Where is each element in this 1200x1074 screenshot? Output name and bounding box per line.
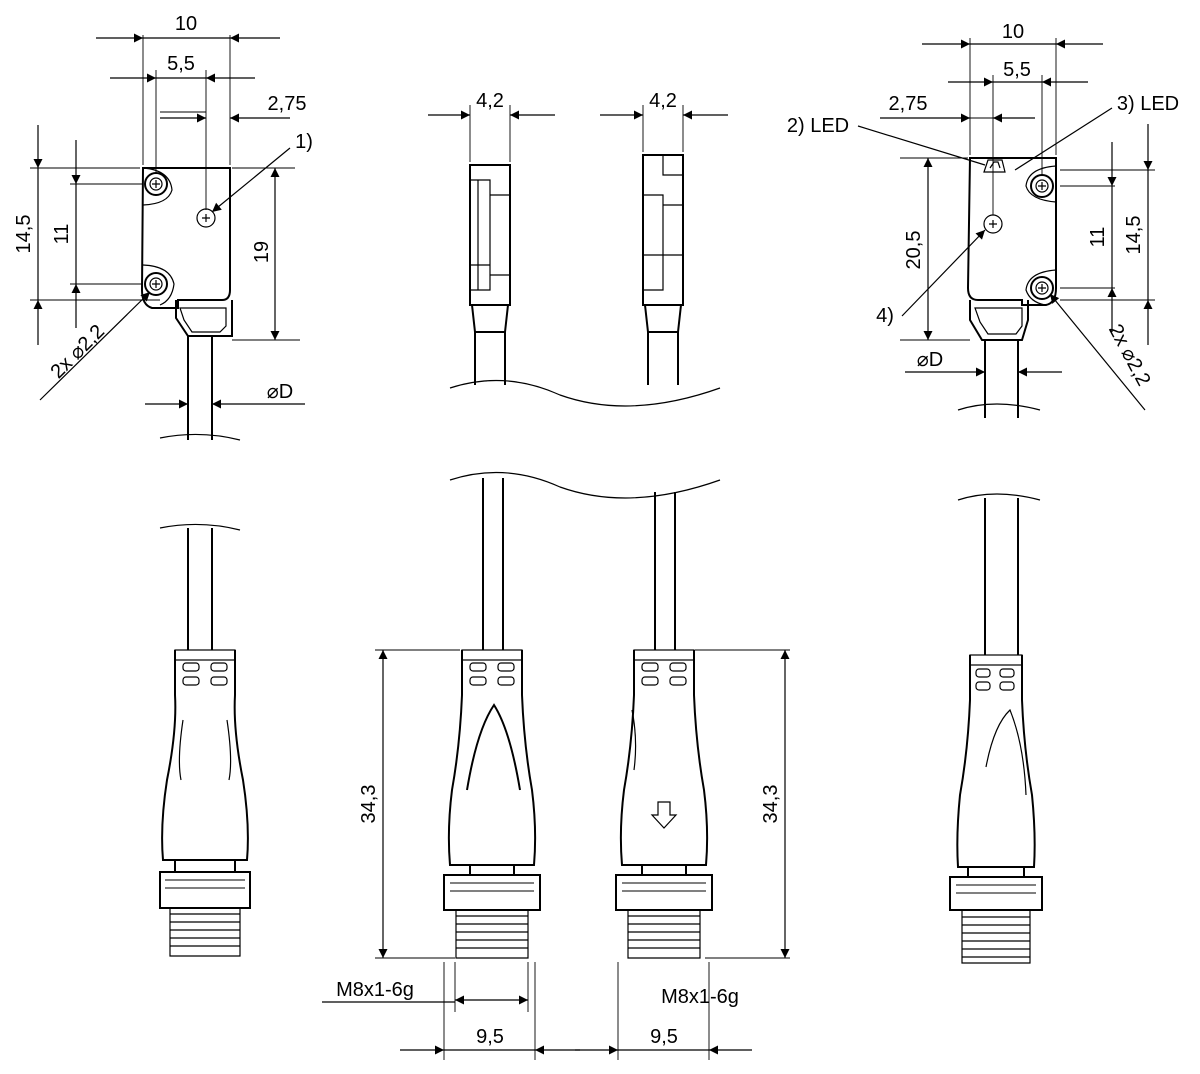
dim-width-9-5-a: 9,5 bbox=[476, 1026, 504, 1048]
thread-spec-a: M8x1-6g bbox=[336, 979, 414, 1001]
dim-height-14-5-right: 14,5 bbox=[1123, 216, 1145, 255]
dim-width-10-right: 10 bbox=[1002, 21, 1024, 43]
dim-mounting-holes-right: 2x ⌀2,2 bbox=[1104, 321, 1155, 390]
dim-length-34-3-a: 34,3 bbox=[358, 785, 380, 824]
dim-height-19: 19 bbox=[251, 241, 273, 263]
dim-width-10: 10 bbox=[175, 13, 197, 35]
thread-spec-b: M8x1-6g bbox=[661, 986, 739, 1008]
connector-center-a: 34,3 M8x1-6g 9,5 bbox=[322, 649, 580, 1060]
note-1-label: 1) bbox=[295, 131, 313, 153]
connector-right bbox=[949, 493, 1043, 964]
dim-width-9-5-b: 9,5 bbox=[650, 1026, 678, 1048]
sensor-front-view-left: 10 5,5 2,75 1) 14,5 11 19 ⌀D 2x ⌀2,2 bbox=[13, 13, 313, 441]
dim-cable-diameter-right: ⌀D bbox=[917, 349, 943, 371]
dim-hole-spacing-5-5-right: 5,5 bbox=[1003, 59, 1031, 81]
dim-mounting-holes: 2x ⌀2,2 bbox=[46, 320, 109, 383]
dim-offset-2-75: 2,75 bbox=[268, 93, 307, 115]
dim-hole-spacing-5-5: 5,5 bbox=[167, 53, 195, 75]
dim-hole-pitch-11-right: 11 bbox=[1087, 227, 1109, 248]
connector-center-b: 34,3 M8x1-6g 9,5 bbox=[575, 649, 790, 1060]
connector-left bbox=[159, 523, 251, 957]
dim-thickness-4-2-a: 4,2 bbox=[476, 90, 504, 112]
sensor-side-views: 4,2 4,2 bbox=[428, 90, 728, 650]
dim-height-14-5: 14,5 bbox=[13, 215, 35, 254]
note-4-label: 4) bbox=[876, 305, 894, 327]
note-2-led-label: 2) LED bbox=[787, 115, 849, 137]
dim-cable-diameter: ⌀D bbox=[267, 381, 293, 403]
note-3-led-label: 3) LED bbox=[1117, 93, 1179, 115]
dim-offset-2-75-right: 2,75 bbox=[889, 93, 928, 115]
dim-hole-pitch-11: 11 bbox=[51, 224, 73, 245]
dim-height-20-5: 20,5 bbox=[903, 231, 925, 270]
dim-length-34-3-b: 34,3 bbox=[760, 785, 782, 824]
dim-thickness-4-2-b: 4,2 bbox=[649, 90, 677, 112]
sensor-front-view-right: 10 5,5 2,75 2) LED 3) LED 20,5 11 14,5 4… bbox=[787, 21, 1179, 418]
